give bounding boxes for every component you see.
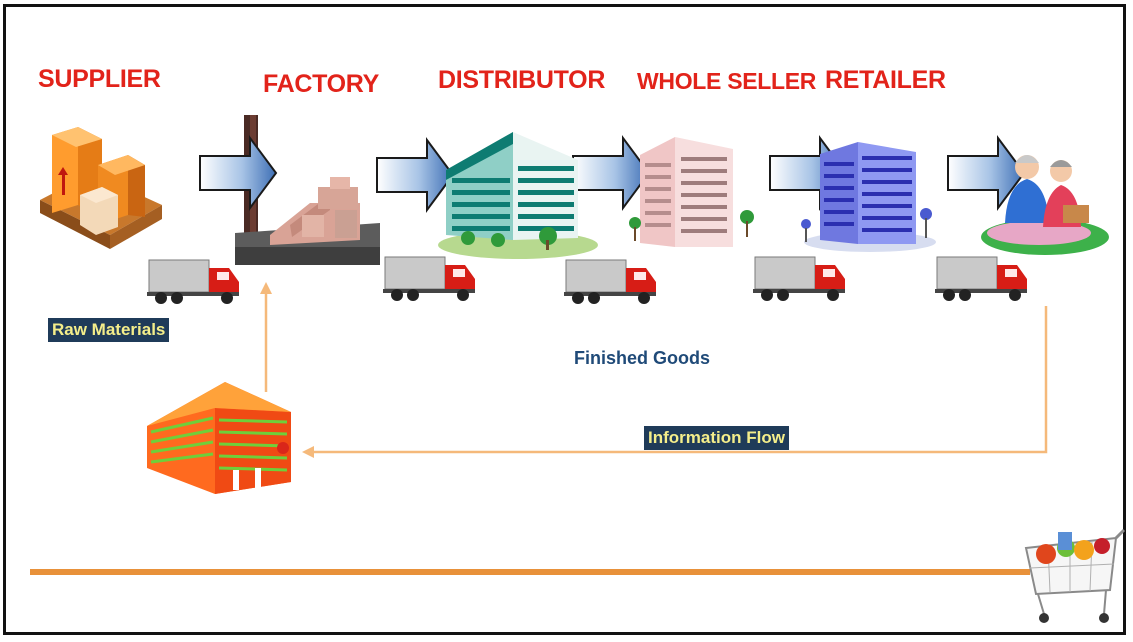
stage-label-supplier: SUPPLIER (38, 65, 161, 93)
truck-icon (564, 259, 656, 304)
info-system-building-icon (147, 382, 291, 494)
pallet-boxes-icon (40, 127, 162, 249)
truck-icon (935, 256, 1027, 301)
raw-materials-label: Raw Materials (48, 318, 170, 342)
distributor-building-icon (438, 132, 598, 259)
block-arrow-icon (572, 134, 651, 212)
wholeseller-building-icon (629, 137, 754, 247)
truck-icon (147, 259, 239, 304)
stage-label-wholeseller: WHOLE SELLER (637, 68, 817, 94)
factory-icon (235, 115, 380, 265)
truck-icon (383, 256, 475, 301)
stage-label-retailer: RETAILER (825, 66, 946, 94)
finished-goods-label: Finished Goods (574, 348, 711, 368)
shopping-cart-icon (1024, 528, 1126, 623)
block-arrow-icon (376, 136, 455, 214)
retailer-building-icon (801, 142, 936, 252)
consumers-icon (981, 155, 1109, 255)
block-arrow-icon (947, 134, 1026, 212)
stage-label-factory: FACTORY (263, 70, 379, 98)
block-arrow-icon (199, 134, 278, 212)
information-flow-label: Information Flow (644, 426, 789, 450)
truck-icon (753, 256, 845, 301)
stage-label-distributor: DISTRIBUTOR (438, 66, 606, 94)
diagram-frame (3, 4, 1126, 635)
